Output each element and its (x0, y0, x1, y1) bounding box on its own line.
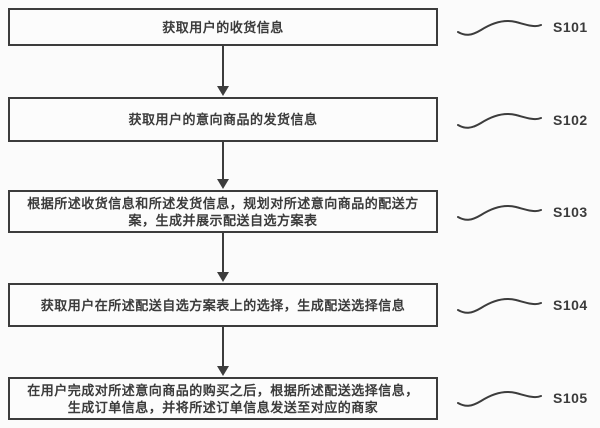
step-label-2: S102 (553, 112, 588, 128)
step-label-3: S103 (553, 204, 588, 220)
arrow-shaft (222, 142, 224, 179)
flowchart-step-box-3: 根据所述收货信息和所述发货信息，规划对所述意向商品的配送方 案，生成并展示配送自… (8, 190, 438, 233)
step-text-3: 根据所述收货信息和所述发货信息，规划对所述意向商品的配送方 案，生成并展示配送自… (27, 195, 419, 228)
step-label-4: S104 (553, 297, 588, 313)
flowchart-step-box-1: 获取用户的收货信息 (8, 8, 438, 46)
step-label-5: S105 (553, 390, 588, 406)
down-arrow-icon (216, 327, 230, 376)
squiggle-connector-icon (457, 205, 542, 221)
step-label-1: S101 (553, 19, 588, 35)
flowchart-step-box-4: 获取用户在所述配送自选方案表上的选择，生成配送选择信息 (8, 283, 438, 327)
arrow-head (217, 272, 229, 282)
down-arrow-icon (216, 142, 230, 189)
squiggle-connector-icon (457, 298, 542, 314)
flowchart-step-box-5: 在用户完成对所述意向商品的购买之后，根据所述配送选择信息， 生成订单信息，并将所… (8, 377, 438, 420)
arrow-shaft (222, 46, 224, 86)
arrow-shaft (222, 233, 224, 272)
down-arrow-icon (216, 46, 230, 96)
arrow-head (217, 86, 229, 96)
step-text-4: 获取用户在所述配送自选方案表上的选择，生成配送选择信息 (40, 297, 406, 313)
squiggle-connector-icon (457, 391, 542, 407)
down-arrow-icon (216, 233, 230, 282)
step-text-5: 在用户完成对所述意向商品的购买之后，根据所述配送选择信息， 生成订单信息，并将所… (27, 382, 419, 415)
arrow-shaft (222, 327, 224, 366)
flowchart-step-box-2: 获取用户的意向商品的发货信息 (8, 97, 438, 142)
step-text-2: 获取用户的意向商品的发货信息 (128, 112, 318, 127)
step-text-1: 获取用户的收货信息 (162, 19, 284, 35)
squiggle-connector-icon (457, 113, 542, 129)
squiggle-connector-icon (457, 20, 542, 36)
arrow-head (217, 179, 229, 189)
arrow-head (217, 366, 229, 376)
